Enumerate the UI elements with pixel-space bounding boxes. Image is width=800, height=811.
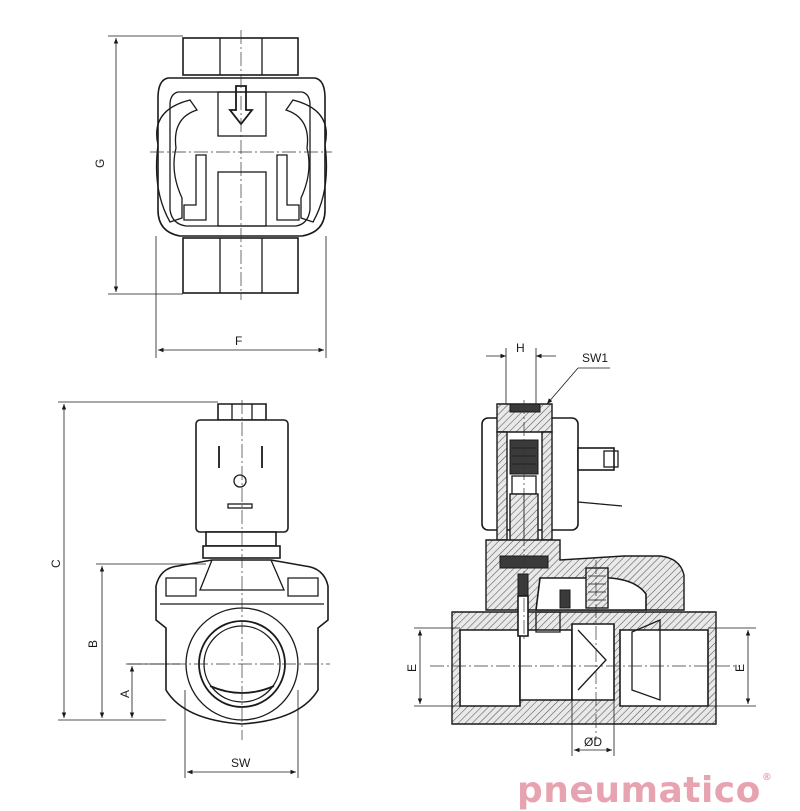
dim-label-g: G xyxy=(93,159,107,168)
flow-direction-arrow-icon xyxy=(228,85,254,126)
dim-label-f: F xyxy=(235,334,242,348)
dim-label-c: C xyxy=(49,559,63,568)
registered-mark: ® xyxy=(761,772,773,783)
section-view: H SW1 E E ØD xyxy=(405,341,756,756)
dim-label-h: H xyxy=(516,341,525,355)
brand-name: pneumatico xyxy=(517,770,761,811)
dim-label-sw1: SW1 xyxy=(582,351,608,365)
front-view: C B A SW xyxy=(49,400,330,778)
dim-label-b: B xyxy=(86,640,100,648)
dim-label-a: A xyxy=(118,690,132,698)
top-view: G F xyxy=(93,30,332,358)
dim-label-d: ØD xyxy=(584,735,602,749)
dim-label-sw: SW xyxy=(231,756,251,770)
dim-label-e-left: E xyxy=(405,664,419,672)
brand-logo: pneumatico® xyxy=(517,758,773,811)
dim-label-e-right: E xyxy=(733,664,747,672)
